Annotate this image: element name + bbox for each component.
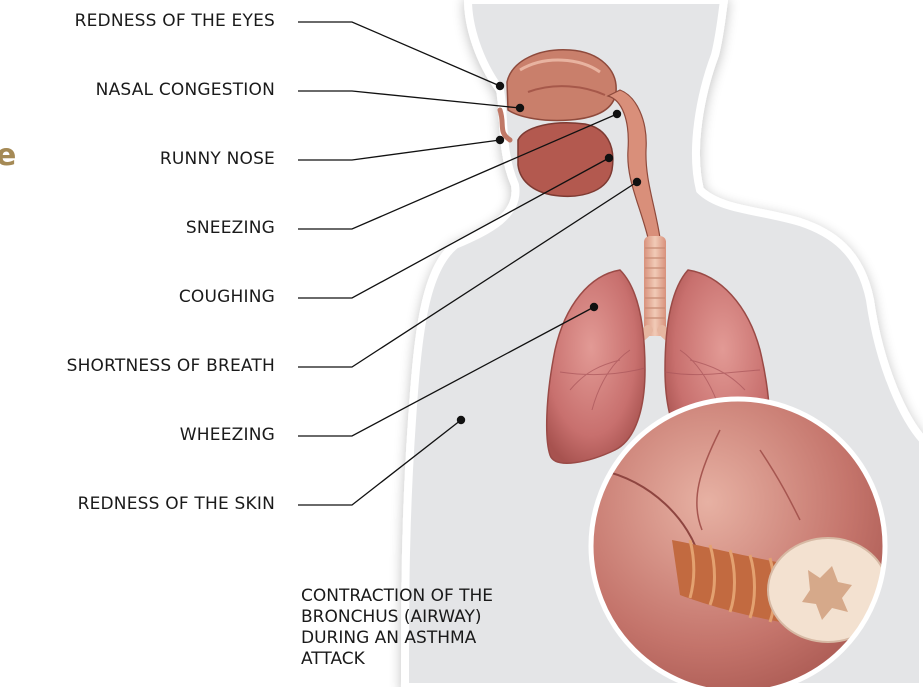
label-redness-of-skin: REDNESS OF THE SKIN bbox=[78, 494, 275, 514]
caption-line: CONTRACTION OF THE bbox=[301, 586, 571, 607]
caption-line: ATTACK bbox=[301, 649, 571, 670]
caption-line: BRONCHUS (AIRWAY) bbox=[301, 607, 571, 628]
label-shortness-of-breath: SHORTNESS OF BREATH bbox=[67, 356, 275, 376]
inset-caption: CONTRACTION OF THE BRONCHUS (AIRWAY) DUR… bbox=[301, 586, 571, 670]
partial-heading-letter: e bbox=[0, 138, 16, 173]
label-runny-nose: RUNNY NOSE bbox=[160, 149, 275, 169]
label-redness-of-eyes: REDNESS OF THE EYES bbox=[75, 11, 275, 31]
tongue bbox=[518, 123, 613, 197]
label-coughing: COUGHING bbox=[179, 287, 275, 307]
label-wheezing: WHEEZING bbox=[180, 425, 275, 445]
caption-line: DURING AN ASTHMA bbox=[301, 628, 571, 649]
trachea bbox=[644, 236, 666, 336]
label-sneezing: SNEEZING bbox=[186, 218, 275, 238]
label-nasal-congestion: NASAL CONGESTION bbox=[96, 80, 275, 100]
